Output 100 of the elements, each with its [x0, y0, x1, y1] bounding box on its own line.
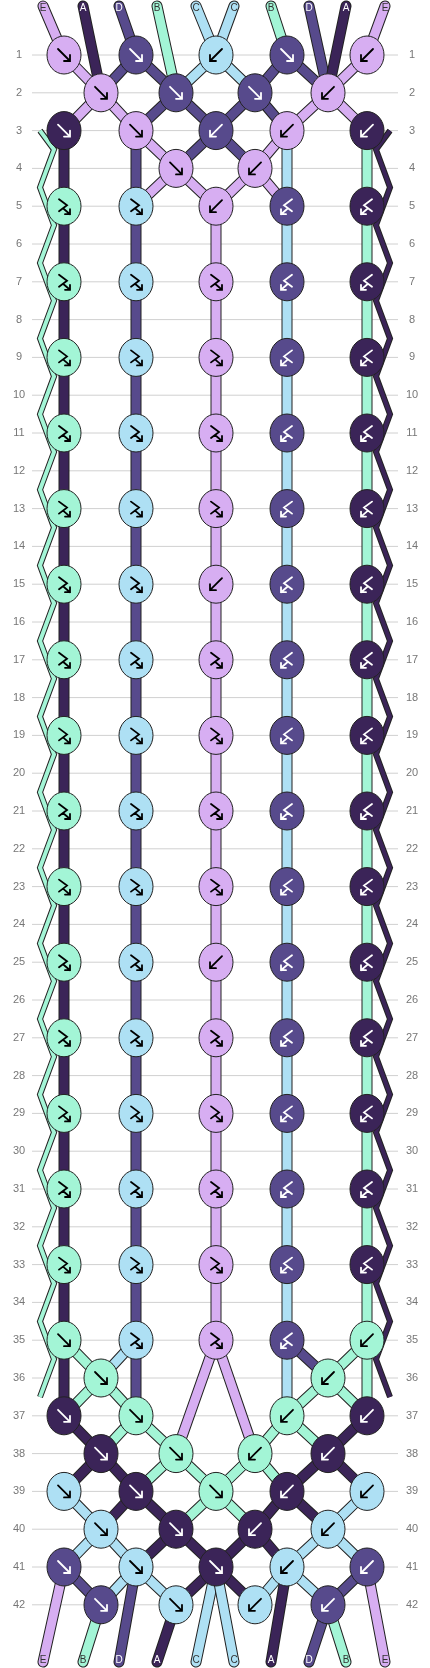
thread-letter: D [304, 1653, 314, 1666]
thread-letter: B [78, 1653, 88, 1666]
row-number: 27 [404, 1030, 420, 1044]
thread-letter: D [114, 1, 124, 14]
row-number: 11 [12, 426, 26, 439]
row-number: 2 [14, 85, 24, 99]
row-number: 21 [404, 804, 420, 817]
row-number: 28 [11, 1068, 27, 1082]
row-number: 14 [404, 539, 420, 553]
row-number: 16 [11, 615, 27, 628]
row-number: 19 [11, 728, 27, 742]
row-number: 12 [404, 463, 420, 477]
row-number: 26 [11, 993, 27, 1006]
row-number: 18 [404, 690, 420, 704]
row-number: 25 [11, 955, 27, 969]
row-number: 42 [404, 1597, 420, 1611]
row-number: 17 [11, 652, 27, 666]
row-number: 4 [407, 161, 417, 175]
row-number: 19 [404, 728, 420, 742]
row-number: 7 [407, 274, 417, 288]
row-number: 39 [404, 1484, 420, 1498]
row-number: 34 [11, 1295, 27, 1309]
row-number: 27 [11, 1030, 27, 1044]
row-number: 1 [407, 48, 417, 61]
row-number: 33 [404, 1257, 420, 1271]
row-number: 24 [404, 917, 420, 931]
row-number: 15 [11, 577, 27, 591]
row-number: 20 [11, 766, 27, 780]
row-number: 36 [404, 1371, 420, 1384]
row-number: 40 [404, 1522, 420, 1536]
thread-letter: A [78, 1, 88, 14]
row-number: 22 [404, 841, 420, 855]
row-number: 9 [407, 350, 417, 364]
row-number: 14 [11, 539, 27, 553]
thread-letter: B [341, 1653, 351, 1666]
row-number: 6 [14, 237, 24, 250]
row-number: 29 [404, 1106, 420, 1120]
row-number: 4 [14, 161, 24, 175]
row-number: 34 [404, 1295, 420, 1309]
row-number: 32 [11, 1219, 27, 1233]
thread-letter: C [229, 1653, 239, 1666]
row-number: 40 [11, 1522, 27, 1536]
row-number: 11 [405, 426, 419, 439]
row-number: 12 [11, 463, 27, 477]
row-number: 5 [14, 199, 24, 213]
row-number: 31 [11, 1182, 27, 1195]
thread-letter: B [266, 1, 276, 14]
row-number: 26 [404, 993, 420, 1006]
row-number: 38 [11, 1446, 27, 1460]
thread-letter: A [341, 1, 351, 14]
row-number: 7 [14, 274, 24, 288]
row-number: 9 [14, 350, 24, 364]
row-number: 10 [404, 388, 420, 402]
row-number: 6 [407, 237, 417, 250]
row-number: 38 [404, 1446, 420, 1460]
row-number: 33 [11, 1257, 27, 1271]
row-number: 8 [14, 312, 24, 326]
row-number: 3 [14, 123, 24, 137]
row-number: 15 [404, 577, 420, 591]
row-number: 18 [11, 690, 27, 704]
thread-letter: C [191, 1653, 201, 1666]
row-number: 37 [11, 1408, 27, 1422]
thread-letter: A [266, 1653, 276, 1666]
row-number: 24 [11, 917, 27, 931]
row-number: 31 [404, 1182, 420, 1195]
row-number: 28 [404, 1068, 420, 1082]
row-number: 1 [14, 48, 24, 61]
thread-letter: C [191, 1, 201, 14]
row-number: 30 [11, 1144, 27, 1158]
row-number: 13 [11, 501, 27, 515]
row-number: 41 [11, 1560, 27, 1573]
thread-letter: E [38, 1653, 48, 1666]
row-number: 23 [11, 879, 27, 893]
row-number: 21 [11, 804, 27, 817]
row-number: 39 [11, 1484, 27, 1498]
row-number: 17 [404, 652, 420, 666]
row-number: 2 [407, 85, 417, 99]
thread-letter: D [304, 1, 314, 14]
row-number: 25 [404, 955, 420, 969]
thread-letter: D [114, 1653, 124, 1666]
thread-letter: E [380, 1653, 390, 1666]
row-number: 13 [404, 501, 420, 515]
row-number: 8 [407, 312, 417, 326]
row-number: 22 [11, 841, 27, 855]
row-number: 36 [11, 1371, 27, 1384]
row-number: 3 [407, 123, 417, 137]
row-number: 16 [404, 615, 420, 628]
row-number: 29 [11, 1106, 27, 1120]
row-number: 35 [404, 1333, 420, 1347]
thread-letter: B [152, 1, 162, 14]
row-number: 41 [404, 1560, 420, 1573]
row-number: 42 [11, 1597, 27, 1611]
thread-letter: A [152, 1653, 162, 1666]
row-number: 20 [404, 766, 420, 780]
thread-letter: E [38, 1, 48, 14]
row-number: 10 [11, 388, 27, 402]
thread-letter: C [229, 1, 239, 14]
row-number: 32 [404, 1219, 420, 1233]
row-number: 35 [11, 1333, 27, 1347]
row-number: 5 [407, 199, 417, 213]
